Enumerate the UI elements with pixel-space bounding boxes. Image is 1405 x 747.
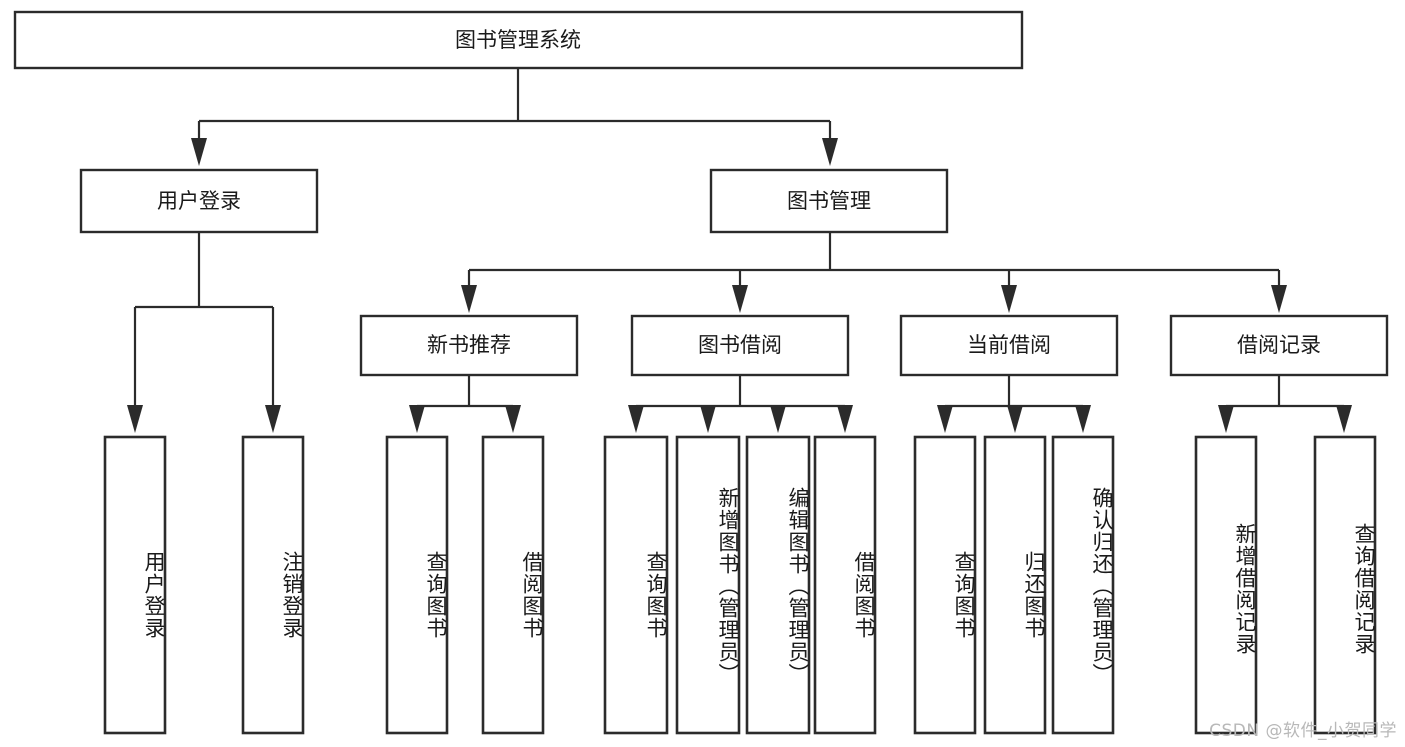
leaf-rec-query-box[interactable] bbox=[385, 435, 449, 735]
arrow-book-manage bbox=[822, 138, 838, 166]
arrow-leaf-borrow-edit bbox=[770, 405, 786, 433]
arrow-leaf-cur-query bbox=[937, 405, 953, 433]
leaf-user-login-box[interactable] bbox=[103, 435, 167, 735]
arrow-current-borrow bbox=[1001, 285, 1017, 313]
node-current-borrow-box[interactable] bbox=[899, 314, 1119, 377]
leaf-cur-query-box[interactable] bbox=[913, 435, 977, 735]
node-root-label: 图书管理系统 bbox=[455, 28, 581, 52]
arrow-new-book-rec bbox=[461, 285, 477, 313]
arrow-user-login bbox=[191, 138, 207, 166]
arrow-leaf-borrow-add bbox=[700, 405, 716, 433]
node-user-login[interactable]: 用户登录 bbox=[79, 168, 319, 234]
arrow-leaf-rec-query bbox=[409, 405, 425, 433]
node-new-book-rec-label: 新书推荐 bbox=[427, 333, 511, 357]
leaf-user-logout-box[interactable] bbox=[241, 435, 305, 735]
arrow-book-borrow bbox=[732, 285, 748, 313]
node-book-manage[interactable]: 图书管理 bbox=[709, 168, 949, 234]
node-book-borrow[interactable]: 图书借阅 bbox=[630, 314, 850, 377]
node-root[interactable]: 图书管理系统 bbox=[13, 10, 1024, 70]
leaf-boxes bbox=[103, 435, 1377, 735]
arrow-leaf-cur-return bbox=[1007, 405, 1023, 433]
node-current-borrow[interactable]: 当前借阅 bbox=[899, 314, 1119, 377]
node-book-borrow-label: 图书借阅 bbox=[698, 333, 782, 357]
arrow-leaf-rec-borrow bbox=[505, 405, 521, 433]
node-root-box[interactable] bbox=[13, 10, 1024, 70]
node-current-borrow-label: 当前借阅 bbox=[967, 333, 1051, 357]
leaf-rec-add-box[interactable] bbox=[1194, 435, 1258, 735]
arrow-borrow-record bbox=[1271, 285, 1287, 313]
connectors bbox=[127, 68, 1352, 433]
leaf-borrow-lend-box[interactable] bbox=[813, 435, 877, 735]
node-user-login-box[interactable] bbox=[79, 168, 319, 234]
node-borrow-record-box[interactable] bbox=[1169, 314, 1389, 377]
node-new-book-rec[interactable]: 新书推荐 bbox=[359, 314, 579, 377]
leaf-borrow-query-box[interactable] bbox=[603, 435, 669, 735]
node-book-borrow-box[interactable] bbox=[630, 314, 850, 377]
arrow-leaf-cur-confirm bbox=[1075, 405, 1091, 433]
arrow-leaf-user-login bbox=[127, 405, 143, 433]
node-user-login-label: 用户登录 bbox=[157, 189, 241, 213]
leaf-rec-borrow-box[interactable] bbox=[481, 435, 545, 735]
node-book-manage-label: 图书管理 bbox=[787, 189, 871, 213]
arrow-leaf-borrow-query bbox=[628, 405, 644, 433]
arrow-leaf-borrow-lend bbox=[837, 405, 853, 433]
leaf-borrow-edit-box[interactable] bbox=[745, 435, 811, 735]
arrow-leaf-rec-search bbox=[1336, 405, 1352, 433]
node-book-manage-box[interactable] bbox=[709, 168, 949, 234]
csdn-watermark: CSDN @软件_小贺同学 bbox=[1209, 721, 1397, 741]
node-borrow-record-label: 借阅记录 bbox=[1237, 333, 1321, 357]
leaf-borrow-add-box[interactable] bbox=[675, 435, 741, 735]
arrow-leaf-user-logout bbox=[265, 405, 281, 433]
node-borrow-record[interactable]: 借阅记录 bbox=[1169, 314, 1389, 377]
leaf-cur-confirm-box[interactable] bbox=[1051, 435, 1115, 735]
node-new-book-rec-box[interactable] bbox=[359, 314, 579, 377]
leaf-rec-search-box[interactable] bbox=[1313, 435, 1377, 735]
arrow-leaf-rec-add bbox=[1218, 405, 1234, 433]
leaf-cur-return-box[interactable] bbox=[983, 435, 1047, 735]
